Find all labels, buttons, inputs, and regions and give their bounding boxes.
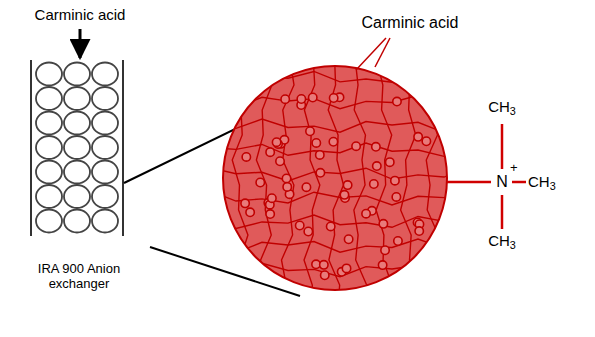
methyl-group: CH3 — [488, 98, 516, 115]
network-line — [256, 60, 271, 310]
dye-molecule — [381, 246, 389, 254]
bead-oval — [36, 136, 62, 159]
dye-molecule — [297, 95, 305, 103]
dye-molecule — [378, 261, 386, 269]
nitrogen-atom: N — [496, 173, 508, 191]
bead-oval — [64, 185, 90, 208]
dye-molecule — [281, 95, 289, 103]
dye-molecule — [344, 235, 352, 243]
feed-arrow — [79, 29, 82, 58]
bond-line — [501, 124, 504, 169]
dye-molecule — [327, 222, 335, 230]
dye-molecule — [302, 183, 310, 191]
dye-molecule — [379, 220, 387, 228]
adsorbed-dye — [241, 93, 431, 279]
dye-molecule — [320, 261, 328, 269]
network-line — [232, 60, 248, 310]
dye-molecule — [370, 180, 378, 188]
dye-label: Carminic acid — [362, 14, 459, 32]
dye-molecule — [312, 139, 320, 147]
dye-molecule — [415, 227, 423, 235]
bond-line — [501, 195, 504, 229]
bead-oval — [36, 87, 62, 110]
bond-line — [447, 181, 491, 184]
polymer-network — [210, 60, 470, 310]
bead-oval — [64, 136, 90, 159]
dye-molecule — [268, 194, 276, 202]
dye-molecule — [392, 193, 400, 201]
dye-molecule — [296, 221, 304, 229]
bead-oval — [64, 112, 90, 135]
dye-molecule — [321, 271, 329, 279]
dye-molecule — [256, 178, 264, 186]
bead-oval — [92, 87, 118, 110]
bead-oval — [36, 185, 62, 208]
dye-molecule — [342, 264, 350, 272]
dye-molecule — [241, 199, 249, 207]
bead-oval — [36, 210, 62, 233]
bead-oval — [92, 63, 118, 86]
bead-oval — [92, 210, 118, 233]
dye-molecule — [316, 169, 324, 177]
network-line — [425, 60, 438, 310]
dye-molecule — [266, 148, 274, 156]
dye-molecule — [316, 151, 324, 159]
column-wall — [30, 60, 32, 236]
bead-oval — [92, 136, 118, 159]
dye-molecule — [246, 208, 254, 216]
network-line — [210, 239, 470, 253]
dye-molecule — [343, 181, 351, 189]
dye-molecule — [414, 133, 422, 141]
dye-molecule — [282, 174, 290, 182]
network-line — [210, 71, 470, 84]
dye-molecule — [362, 209, 370, 217]
dye-molecule — [329, 94, 337, 102]
dye-molecule — [372, 143, 380, 151]
bead-oval — [64, 63, 90, 86]
bead-oval — [64, 161, 90, 184]
dye-molecule — [309, 93, 317, 101]
bond-line — [512, 181, 526, 184]
bead-oval — [64, 210, 90, 233]
dye-molecule — [276, 157, 284, 165]
dye-molecule — [272, 138, 280, 146]
dye-molecule — [422, 137, 430, 145]
dye-molecule — [340, 191, 348, 199]
network-line — [282, 60, 294, 310]
dye-molecule — [242, 153, 250, 161]
dye-molecule — [394, 237, 402, 245]
dye-molecule — [306, 127, 314, 135]
dye-molecule — [329, 138, 337, 146]
bead-oval — [92, 112, 118, 135]
leader-line — [375, 38, 390, 67]
bead-oval — [92, 185, 118, 208]
network-line — [400, 60, 416, 310]
network-line — [210, 263, 470, 276]
feed-label: Carminic acid — [35, 6, 126, 23]
bead-oval — [64, 87, 90, 110]
network-line — [210, 119, 470, 133]
dye-molecule — [386, 158, 394, 166]
network-line — [354, 60, 367, 310]
dye-molecule — [352, 142, 360, 150]
bead-oval — [36, 112, 62, 135]
methyl-group: CH3 — [488, 232, 516, 249]
dye-molecule — [393, 97, 401, 105]
charge-sign: + — [510, 161, 518, 176]
bead-oval — [36, 161, 62, 184]
column-wall — [122, 60, 124, 236]
dye-molecule — [304, 227, 312, 235]
dye-molecule — [266, 210, 274, 218]
dye-molecule — [373, 162, 381, 170]
bead-oval — [36, 63, 62, 86]
dye-molecule — [391, 176, 399, 184]
bead-oval — [92, 161, 118, 184]
resin-beads — [36, 63, 118, 233]
methyl-group: CH3 — [528, 173, 556, 190]
column-label: IRA 900 Anion exchanger — [14, 262, 144, 292]
dye-molecule — [283, 183, 291, 191]
